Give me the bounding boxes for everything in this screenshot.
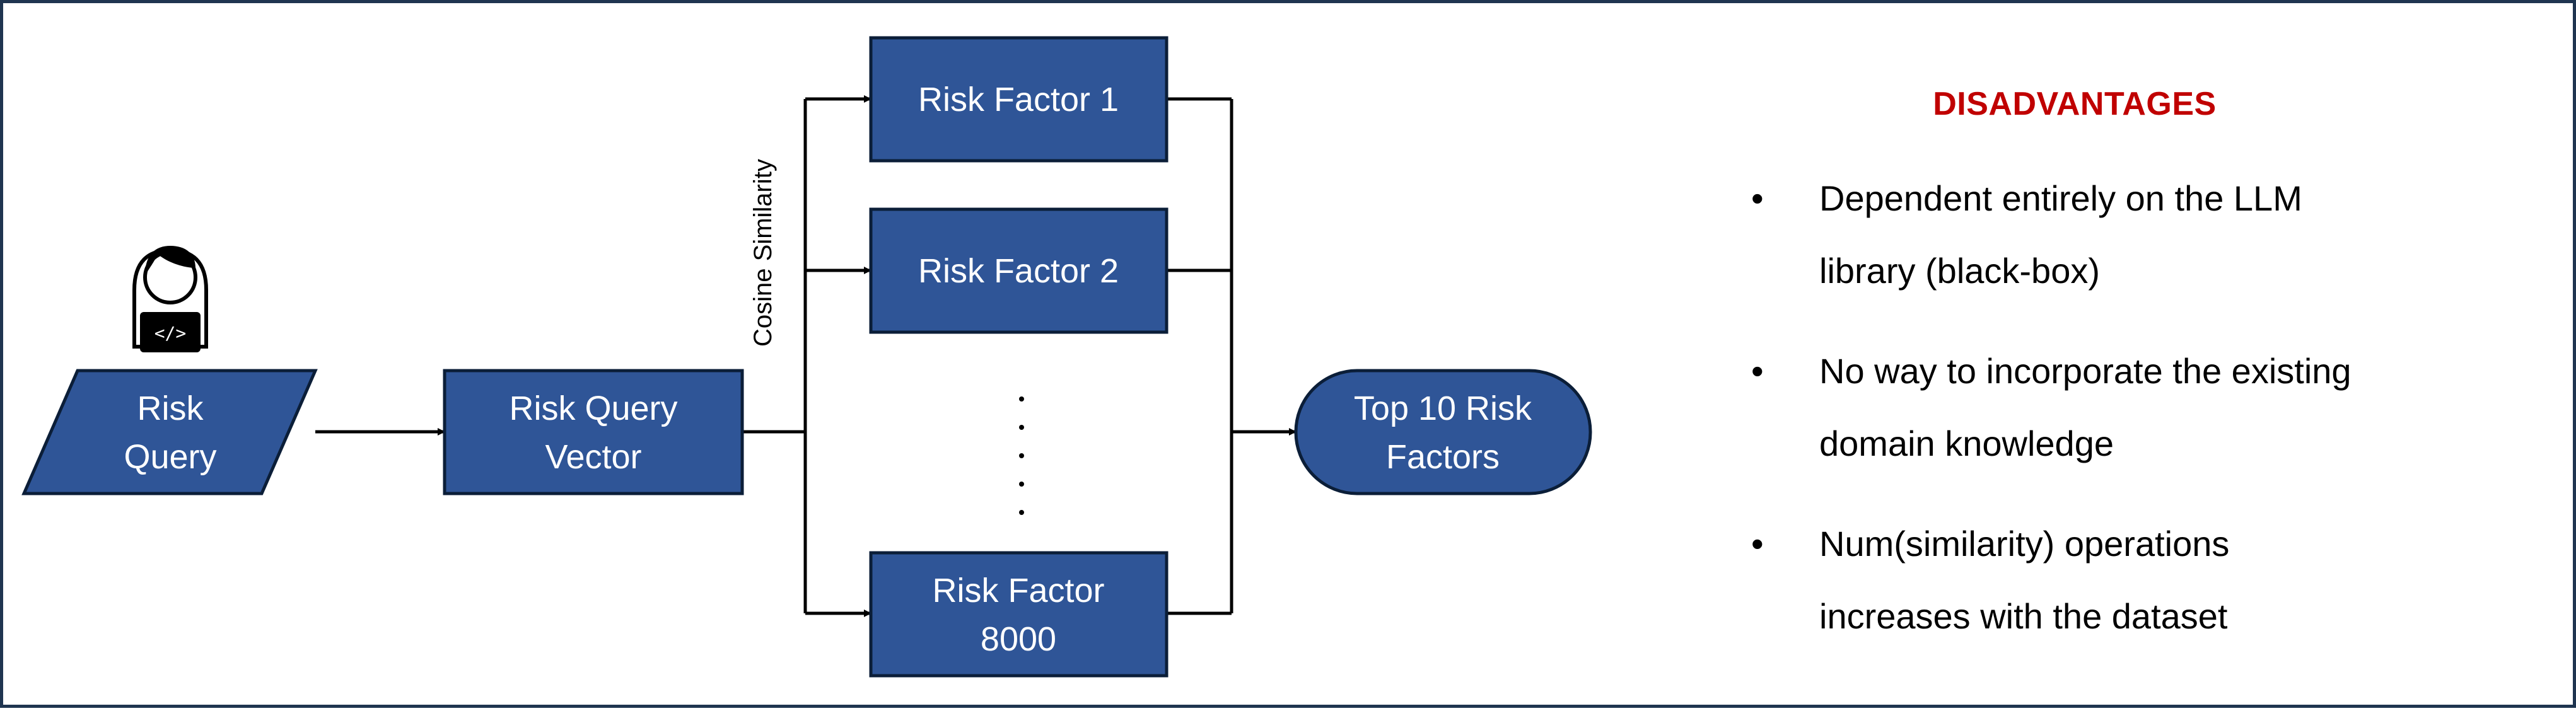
svg-text:</>: </>	[154, 323, 187, 344]
risk-factor-8000-label-line-1: Risk Factor	[932, 572, 1104, 610]
risk-query-vector-node: Risk Query Vector	[443, 369, 744, 495]
disadvantage-line: No way to incorporate the existing	[1819, 351, 2352, 391]
bullet-icon: •	[1751, 178, 1764, 218]
risk-query-node: Risk Query	[21, 369, 318, 495]
disadvantage-item: • Num(similarity) operations increases w…	[1731, 507, 2519, 652]
risk-factor-8000-label-line-2: 8000	[981, 620, 1056, 658]
bullet-icon: •	[1751, 351, 1764, 391]
risk-factor-8000-node: Risk Factor 8000	[869, 551, 1169, 678]
developer-user-icon: </>	[132, 246, 208, 352]
risk-query-label-line-1: Risk	[137, 390, 204, 427]
disadvantage-text: Num(similarity) operations increases wit…	[1819, 507, 2475, 652]
top-10-risk-factors-node: Top 10 Risk Factors	[1294, 369, 1592, 495]
disadvantage-item: • No way to incorporate the existing dom…	[1731, 335, 2519, 480]
connectors	[315, 95, 1297, 617]
disadvantage-text: Dependent entirely on the LLM library (b…	[1819, 162, 2475, 307]
disadvantage-text: No way to incorporate the existing domai…	[1819, 335, 2475, 480]
ellipsis-dots	[1019, 396, 1024, 515]
disadvantage-item: • Dependent entirely on the LLM library …	[1731, 162, 2519, 307]
risk-query-label-line-2: Query	[124, 438, 216, 476]
flow-diagram: </> Cosine Similarity	[21, 36, 1592, 678]
risk-factor-2-label: Risk Factor 2	[918, 252, 1119, 290]
disadvantage-line: increases with the dataset	[1819, 596, 2228, 636]
risk-query-vector-label-line-2: Vector	[545, 438, 641, 476]
disadvantage-line: Num(similarity) operations	[1819, 524, 2230, 564]
disadvantage-line: library (black-box)	[1819, 251, 2100, 291]
bullet-icon: •	[1751, 524, 1764, 564]
disadvantages-title: DISADVANTAGES	[1933, 86, 2217, 122]
risk-factor-1-node: Risk Factor 1	[869, 36, 1169, 163]
cosine-similarity-label: Cosine Similarity	[749, 159, 777, 347]
risk-factor-2-node: Risk Factor 2	[869, 207, 1169, 334]
disadvantage-line: Dependent entirely on the LLM	[1819, 178, 2302, 218]
top-10-label-line-2: Factors	[1386, 438, 1500, 476]
risk-factor-1-label: Risk Factor 1	[918, 81, 1119, 118]
disadvantage-line: domain knowledge	[1819, 424, 2114, 463]
disadvantages-panel: DISADVANTAGES • Dependent entirely on th…	[1731, 85, 2519, 680]
risk-query-vector-label-line-1: Risk Query	[509, 390, 677, 427]
top-10-label-line-1: Top 10 Risk	[1354, 390, 1532, 427]
